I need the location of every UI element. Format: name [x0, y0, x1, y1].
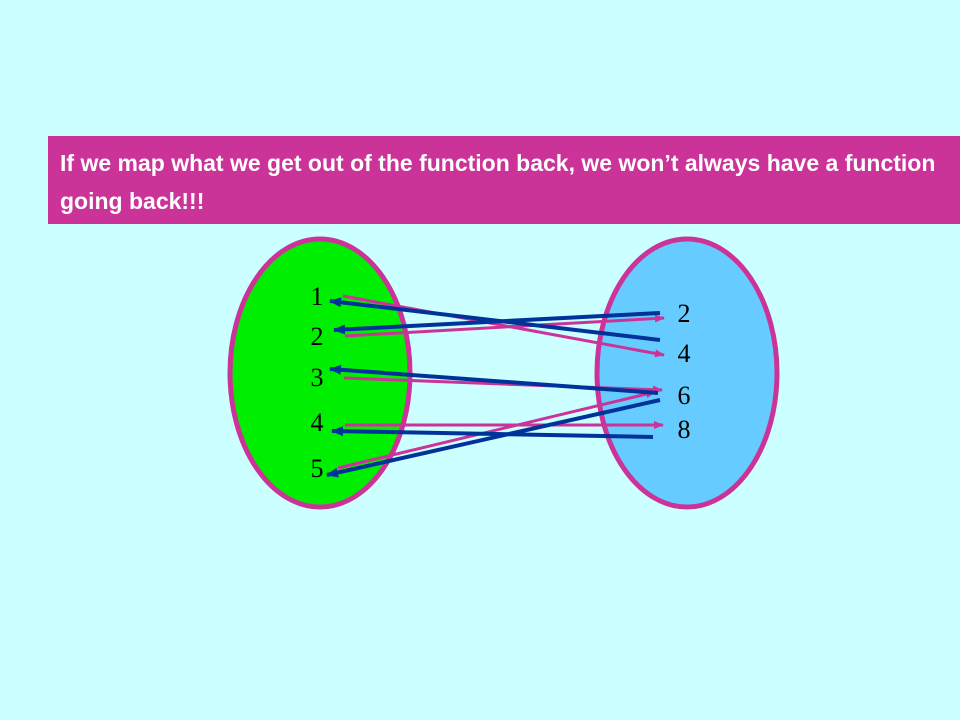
- domain-value: 2: [311, 322, 324, 351]
- domain-value: 5: [311, 454, 324, 483]
- forward-arrow: [337, 390, 656, 470]
- range-value: 8: [678, 415, 691, 444]
- backward-arrow: [329, 297, 661, 342]
- banner-text: If we map what we get out of the functio…: [60, 150, 936, 214]
- range-value: 2: [678, 299, 691, 328]
- backward-arrow: [326, 398, 661, 478]
- title-banner: If we map what we get out of the functio…: [48, 136, 960, 224]
- range-oval: [594, 236, 780, 510]
- backward-arrow: [331, 426, 654, 439]
- backward-arrow: [329, 364, 659, 395]
- range-value: 4: [678, 339, 691, 368]
- domain-value: 1: [311, 282, 324, 311]
- range-values: 2 4 6 8: [678, 299, 691, 444]
- domain-value: 3: [311, 363, 324, 392]
- forward-arrow: [342, 294, 665, 358]
- domain-value: 4: [311, 408, 324, 437]
- domain-values: 1 2 3 4 5: [311, 282, 324, 483]
- backward-arrows: [326, 297, 661, 478]
- forward-arrow: [344, 314, 665, 338]
- range-value: 6: [678, 381, 691, 410]
